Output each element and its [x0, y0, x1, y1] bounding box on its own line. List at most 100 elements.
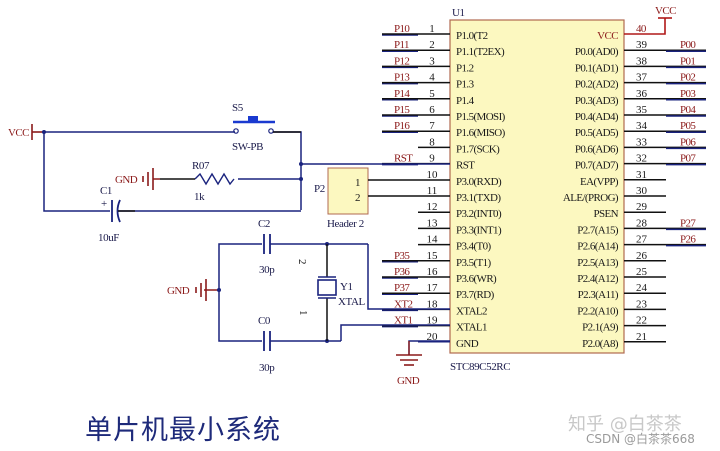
chip-right-pins: VCC4039P0.0(AD0)P0038P0.1(AD1)P0137P0.2(…: [563, 23, 706, 350]
pin-name: VCC: [597, 30, 618, 42]
net-label-p27: P27: [680, 217, 696, 229]
header-pin-1: 1: [355, 177, 361, 189]
pin-name: EA(VPP): [580, 176, 619, 188]
pin-name: P2.7(A15): [577, 224, 619, 236]
pin-number: 5: [429, 88, 435, 100]
cap-c2-value: 30p: [259, 264, 275, 276]
pin-name: RST: [456, 160, 475, 172]
pin-number: 38: [636, 55, 648, 67]
pin-name: P1.0(T2: [456, 30, 488, 42]
watermark-csdn: CSDN @白茶茶668: [586, 432, 695, 446]
pin-name: P3.0(RXD): [456, 176, 502, 188]
capacitor-c2: C2 30p: [258, 218, 276, 276]
pin-name: P3.1(TXD): [456, 192, 501, 204]
cap-c0-value: 30p: [259, 362, 275, 374]
pin-name: P1.4: [456, 95, 475, 107]
net-label-p10: P10: [394, 23, 410, 35]
crystal-pin-2: 2: [296, 259, 308, 265]
pin-name: P3.2(INT0): [456, 208, 502, 220]
osc-gnd-label: GND: [167, 285, 190, 297]
chip-pin-6: 6P1.5(MOSI)P15: [382, 104, 506, 123]
net-label-p26: P26: [680, 234, 696, 246]
pin-number: 20: [427, 331, 439, 343]
pin-name: ALE/(PROG): [563, 192, 619, 204]
header-ref: P2: [314, 183, 325, 195]
net-label-p35: P35: [394, 250, 410, 262]
net-label-p02: P02: [680, 72, 695, 84]
pin-number: 23: [636, 298, 648, 310]
pin-name: P0.4(AD4): [575, 111, 619, 123]
pin-name: XTAL2: [456, 305, 487, 317]
header-p2: P2 1 2 Header 2: [314, 167, 450, 230]
net-label-p12: P12: [394, 55, 409, 67]
pin-number: 31: [636, 169, 647, 181]
net-label-p36: P36: [394, 266, 410, 278]
pin-number: 9: [429, 153, 435, 165]
chip-pin-2: 2P1.1(T2EX)P11: [382, 39, 506, 58]
capacitor-c0: C0 30p: [258, 315, 276, 374]
net-label-p13: P13: [394, 72, 410, 84]
switch-ref: S5: [232, 102, 244, 114]
header-type: Header 2: [327, 218, 364, 230]
pin-number: 36: [636, 88, 648, 100]
pin-number: 24: [636, 282, 648, 294]
pin-number: 29: [636, 201, 648, 213]
pin-name: P3.4(T0): [456, 241, 492, 253]
pin-name: P0.6(AD6): [575, 143, 619, 155]
pin-name: P1.5(MOSI): [456, 111, 506, 123]
net-label-p37: P37: [394, 282, 410, 294]
chip-ref: U1: [452, 7, 465, 19]
pin-name: P0.5(AD5): [575, 127, 619, 139]
pin-name: P1.1(T2EX): [456, 46, 505, 58]
header-pin-2: 2: [355, 192, 361, 204]
pin-number: 21: [636, 331, 647, 343]
pin-name: P2.4(A12): [577, 273, 619, 285]
pin-name: P1.7(SCK): [456, 143, 500, 155]
chip-part: STC89C52RC: [450, 361, 510, 373]
caption-title: 单片机最小系统: [85, 415, 281, 446]
pin-number: 22: [636, 315, 647, 327]
net-label-xt1: XT1: [394, 315, 412, 327]
net-label-p07: P07: [680, 153, 696, 165]
pin-name: P0.3(AD3): [575, 95, 619, 107]
pin-number: 39: [636, 39, 648, 51]
net-label-p11: P11: [394, 39, 409, 51]
pin-number: 13: [427, 217, 439, 229]
pin-name: P0.0(AD0): [575, 46, 619, 58]
net-label-p15: P15: [394, 104, 410, 116]
pin-number: 7: [429, 120, 435, 132]
pin-number: 12: [427, 201, 438, 213]
pin-number: 11: [427, 185, 438, 197]
pin-number: 30: [636, 185, 648, 197]
pin-number: 3: [429, 55, 435, 67]
reset-circuit: VCC S5 SW-PB R07 1k: [8, 102, 450, 244]
chip-left-pins: 1P1.0(T2P102P1.1(T2EX)P113P1.2P124P1.3P1…: [382, 23, 506, 350]
pin-number: 14: [427, 234, 439, 246]
net-label-p14: P14: [394, 88, 410, 100]
